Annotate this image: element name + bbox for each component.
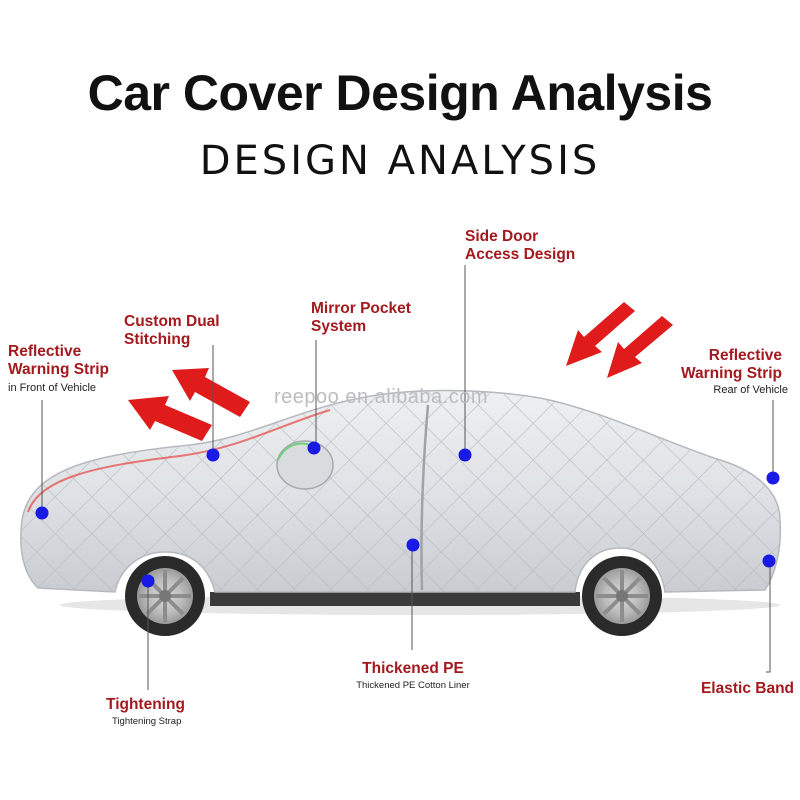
callout-elastic-band: Elastic Band <box>700 680 794 697</box>
callout-thickened-pe: Thickened PE <box>362 660 464 677</box>
wind-arrows-rear <box>566 302 673 378</box>
callout-reflective-rear-sub: Rear of Vehicle <box>713 384 788 396</box>
callout-tightening-sub: Tightening Strap <box>112 716 182 727</box>
callout-tightening: Tightening <box>106 696 185 713</box>
quilted-pattern <box>20 390 781 592</box>
marker-reflective-rear <box>766 471 780 485</box>
callout-thickened-pe-sub: Thickened PE Cotton Liner <box>356 680 470 691</box>
page-subtitle: DESIGN ANALYSIS <box>199 138 601 184</box>
marker-mirror-pocket <box>307 441 321 455</box>
leader-lines <box>41 265 774 690</box>
callout-side-door: Side Door Access Design <box>465 228 576 263</box>
reflective-strip-front <box>27 409 331 513</box>
callout-mirror-pocket: Mirror Pocket System <box>311 300 411 335</box>
mirror-pocket <box>276 440 334 490</box>
rear-wheel <box>582 556 662 636</box>
callout-reflective-front-sub: in Front of Vehicle <box>8 382 97 394</box>
watermark: reepoo.en.alibaba.com <box>274 386 488 408</box>
callout-reflective-front: Reflective Warning Strip <box>8 343 110 378</box>
marker-side-door <box>458 448 472 462</box>
callout-reflective-rear: Reflective Warning Strip <box>680 347 782 382</box>
marker-elastic-band <box>762 554 776 568</box>
wind-arrows-front <box>128 368 250 441</box>
car-underbody <box>210 592 580 606</box>
side-door-seam <box>420 404 430 591</box>
page-title: Car Cover Design Analysis <box>87 65 713 121</box>
marker-tightening <box>141 574 155 588</box>
marker-thickened-pe <box>406 538 420 552</box>
marker-reflective-front <box>35 506 49 520</box>
markers <box>35 441 780 588</box>
marker-custom-stitching <box>206 448 220 462</box>
front-wheel <box>125 556 205 636</box>
callout-custom-stitching: Custom Dual Stitching <box>124 313 220 348</box>
